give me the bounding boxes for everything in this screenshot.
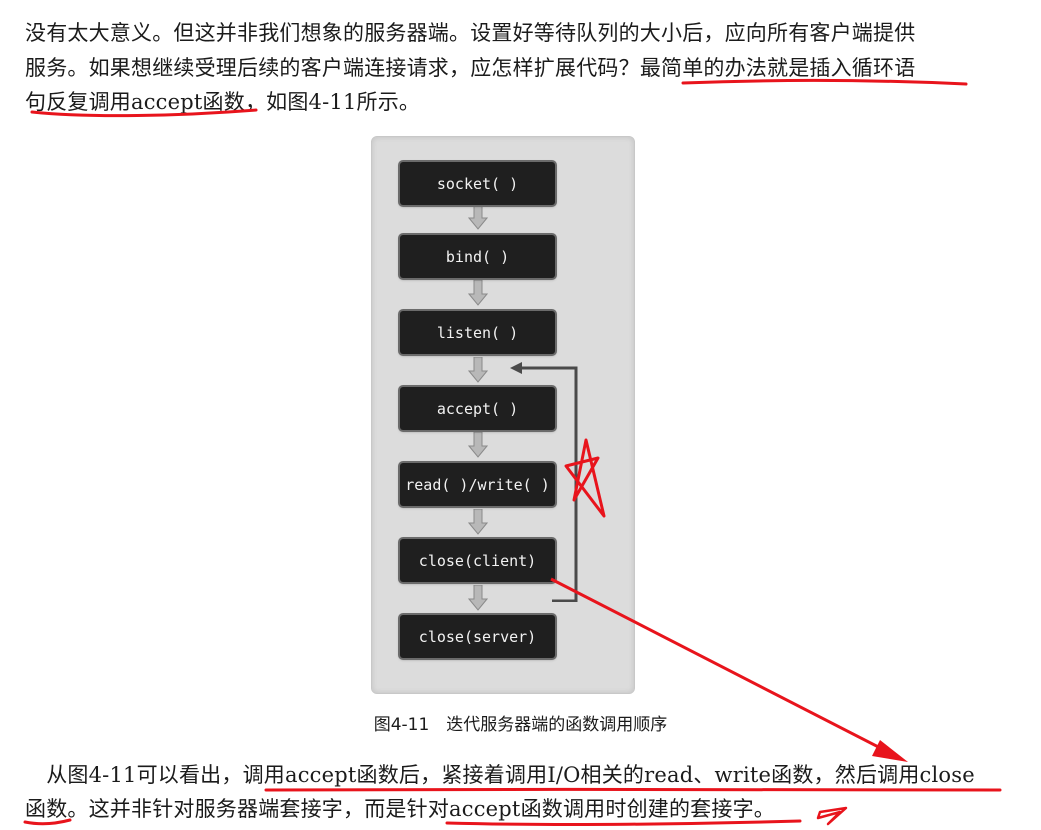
node-read-write: read( )/write( ) bbox=[400, 463, 555, 506]
arrow-head-icon bbox=[872, 740, 908, 762]
paragraph-2-line-2: 函数。这并非针对服务器端套接字，而是针对accept函数调用时创建的套接字。 bbox=[25, 794, 775, 824]
flowchart-figure: socket( ) bind( ) listen( ) accept( ) re… bbox=[371, 136, 635, 694]
paragraph-1-line-1: 没有太大意义。但这并非我们想象的服务器端。设置好等待队列的大小后，应向所有客户端… bbox=[25, 21, 916, 45]
paragraph-2-intro: 从图4-11可以看出， bbox=[25, 763, 243, 787]
highlighted-phrase-continued: 句反复调用accept函数 bbox=[25, 90, 245, 114]
node-bind: bind( ) bbox=[400, 235, 555, 278]
paragraph-2-line-1: 从图4-11可以看出，调用accept函数后，紧接着调用I/O相关的read、w… bbox=[25, 760, 975, 790]
paragraph-1-line-2-text: 服务。如果想继续受理后续的客户端连接请求，应怎样扩展代码？ bbox=[25, 56, 640, 80]
flow-arrow-icon bbox=[468, 585, 488, 611]
paragraph-1-line-3: 句反复调用accept函数，如图4-11所示。 bbox=[25, 87, 420, 117]
small-star-icon bbox=[816, 806, 848, 826]
flow-arrow-icon bbox=[468, 280, 488, 306]
flow-arrow-icon bbox=[468, 509, 488, 535]
node-close-client: close(client) bbox=[400, 539, 555, 582]
node-listen: listen( ) bbox=[400, 311, 555, 354]
figure-reference-text: ，如图4-11所示。 bbox=[244, 90, 421, 114]
flow-arrow-icon bbox=[468, 432, 488, 458]
node-socket: socket( ) bbox=[400, 162, 555, 205]
node-close-server: close(server) bbox=[400, 615, 555, 658]
paragraph-1-line-2: 服务。如果想继续受理后续的客户端连接请求，应怎样扩展代码？最简单的办法就是插入循… bbox=[25, 53, 915, 83]
paragraph-2-text: 。这并非针对服务器端套接字，而是针 bbox=[67, 797, 428, 821]
flow-arrow-icon bbox=[468, 357, 488, 383]
highlighted-word: 函数 bbox=[25, 797, 68, 821]
highlighted-phrase: 最简单的办法就是插入循环语 bbox=[639, 56, 916, 80]
node-accept: accept( ) bbox=[400, 387, 555, 430]
highlighted-sentence: 调用accept函数后，紧接着调用I/O相关的read、write函数，然后调用… bbox=[242, 763, 975, 787]
paragraph-2-end: 。 bbox=[753, 797, 775, 821]
flow-arrow-icon bbox=[468, 204, 488, 230]
highlighted-conclusion: 对accept函数调用时创建的套接字 bbox=[427, 797, 754, 821]
figure-caption: 图4-11 迭代服务器端的函数调用顺序 bbox=[373, 715, 668, 735]
